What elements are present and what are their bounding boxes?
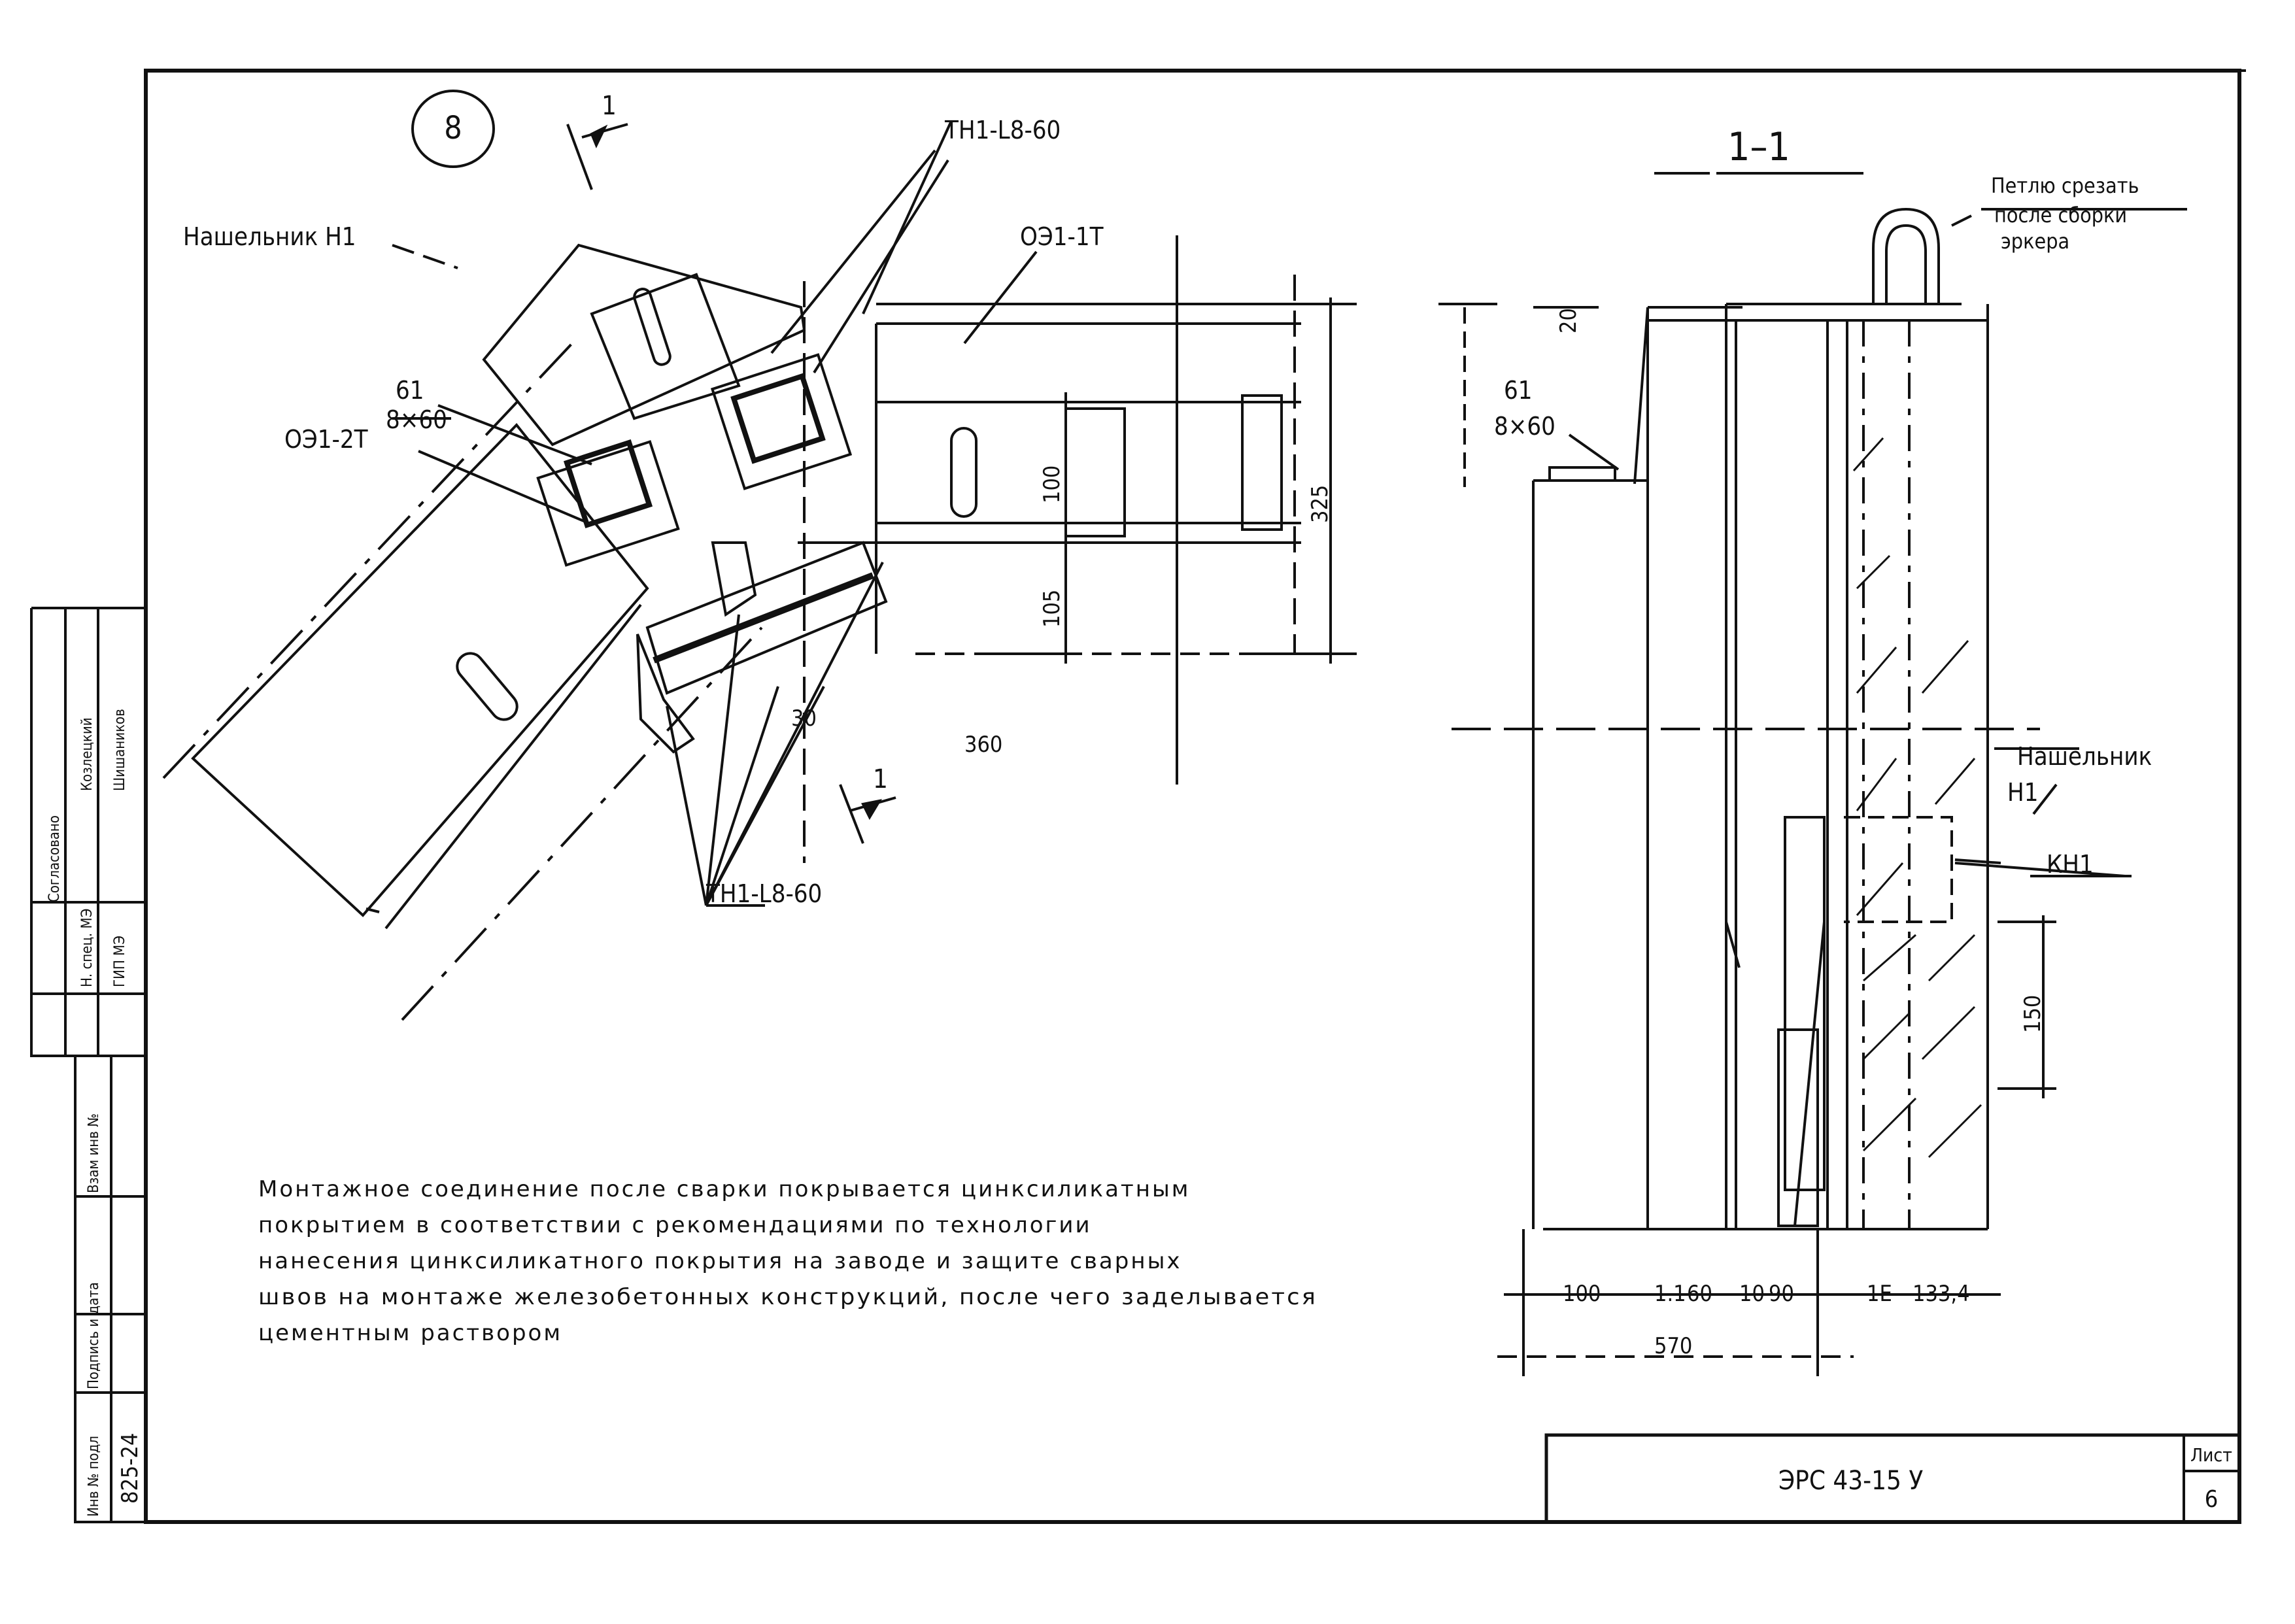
note-line-1: Монтажное соединение после сварки покрыв… [258, 1176, 1190, 1202]
left-approval-stamp [31, 608, 146, 1522]
sheet-frame [146, 71, 2239, 1522]
stamp-sign-date: Подпись и дата [86, 1282, 102, 1389]
label-oe1-2t: ОЭ1-2Т [284, 425, 368, 454]
stamp-inv-swap: Взам инв № [86, 1113, 102, 1193]
stamp-sheet-label: Лист [2190, 1444, 2232, 1466]
stamp-inv-orig: Инв № подл [86, 1436, 102, 1517]
dim-bottom-3: 10 [1739, 1281, 1765, 1307]
label-nashelnik-right-1: Нашельник [2017, 742, 2152, 771]
section-view [1438, 173, 2187, 1376]
label-b1-top: 61 [396, 376, 424, 405]
dim-325: 325 [1307, 485, 1333, 523]
section-mark-label-bottom: 1 [873, 764, 888, 794]
label-angle: 30 [791, 705, 817, 732]
note-line-3: нанесения цинксиликатного покрытия на за… [258, 1248, 1182, 1274]
label-nashelnik-left: Нашельник Н1 [183, 222, 356, 251]
stamp-sheet-number: 6 [2205, 1486, 2218, 1513]
stamp-row1-name: Козлецкий [79, 717, 95, 791]
label-oe1-1t: ОЭ1-1Т [1020, 222, 1104, 251]
dim-bottom-5: 1Е [1867, 1281, 1892, 1307]
dim-20: 20 [1556, 308, 1582, 333]
label-bottom-weld: ТН1-L8-60 [706, 879, 822, 908]
label-nashelnik-right-2: Н1 [2007, 778, 2038, 807]
stamp-inv-value: 825-24 [117, 1433, 143, 1504]
detail-number-circle [413, 91, 494, 167]
dim-100: 100 [1039, 465, 1065, 503]
dim-105: 105 [1039, 590, 1065, 628]
section-mark-bottom [840, 785, 896, 843]
stamp-row2-role: ГИП МЭ [112, 936, 128, 987]
note-line-4: швов на монтаже железобетонных конструкц… [258, 1284, 1318, 1310]
label-loop-line2: после сборки [1994, 203, 2127, 228]
note-line-2: покрытием в соответствии с рекомендациям… [258, 1212, 1092, 1238]
plan-view [163, 121, 1357, 1020]
note-line-5: цементным раствором [258, 1320, 562, 1346]
dim-bottom-4: 90 [1769, 1281, 1794, 1307]
dim-bottom-2: 60 [1687, 1281, 1712, 1307]
section-mark-label: 1 [602, 91, 617, 121]
label-section-b1-top: 61 [1504, 376, 1533, 405]
stamp-row1-role: Н. спец. МЭ [79, 909, 95, 987]
concrete-hatch [1854, 438, 1981, 1157]
dim-bottom-6: 133,4 [1912, 1281, 1970, 1307]
dim-section-right: 150 [2020, 995, 2046, 1033]
stamp-title: ЭРС 43-15 У [1778, 1466, 1923, 1496]
detail-number: 8 [444, 110, 462, 146]
stamp-row2-name: Шишаников [112, 709, 128, 791]
dim-bottom-1: 1.1 [1654, 1281, 1686, 1307]
label-section-b1-bottom: 8×60 [1494, 412, 1556, 441]
stamp-agreed: Согласовано [46, 815, 63, 902]
section-mark-top [568, 124, 628, 190]
title-block [1546, 1435, 2239, 1522]
dim-bottom-0: 100 [1563, 1281, 1601, 1307]
dim-360: 360 [964, 732, 1002, 758]
label-b1-bottom: 8×60 [386, 405, 447, 434]
label-loop-line1: Петлю срезать [1991, 173, 2139, 198]
label-top-weld: ТН1-L8-60 [944, 116, 1061, 144]
label-kn1: КН1 [2047, 850, 2094, 879]
section-title: 1–1 [1727, 124, 1790, 170]
label-loop-line3: эркера [2001, 229, 2069, 254]
dim-total: 570 [1654, 1333, 1692, 1359]
